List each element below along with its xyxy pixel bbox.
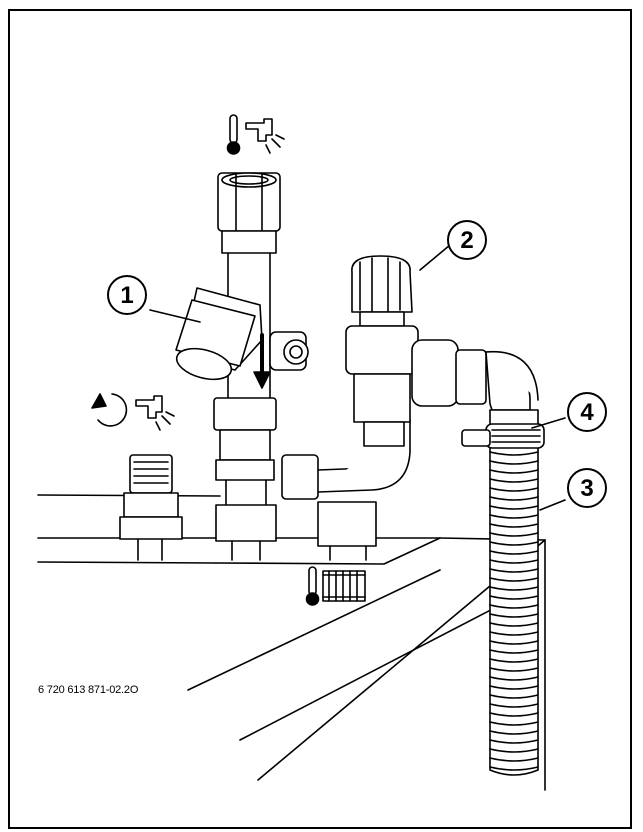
hose-clip bbox=[461, 423, 545, 449]
hose-ring bbox=[489, 712, 539, 717]
hose-ring bbox=[489, 748, 539, 753]
hose-ring bbox=[489, 649, 539, 654]
hose-ring bbox=[489, 586, 539, 591]
hose-ring bbox=[489, 604, 539, 609]
hose-ring bbox=[489, 667, 539, 672]
rotate-arrow-cold-water-tap-icon bbox=[91, 393, 175, 431]
hose-ring bbox=[489, 622, 539, 627]
hose-ring bbox=[489, 703, 539, 708]
hose-ring bbox=[489, 532, 539, 537]
safety-group bbox=[175, 172, 309, 561]
svg-text:4: 4 bbox=[580, 399, 594, 426]
hose-ring bbox=[489, 739, 539, 744]
boiler-outline bbox=[37, 494, 546, 791]
hose-ring bbox=[489, 451, 539, 456]
hose-ring bbox=[489, 658, 539, 663]
figure-code: 6 720 613 871-02.2O bbox=[38, 684, 139, 696]
left-connector bbox=[119, 454, 183, 561]
callout-leaders bbox=[149, 244, 566, 511]
hose-ring bbox=[489, 568, 539, 573]
hose-ring bbox=[489, 514, 539, 519]
hose-ring bbox=[489, 460, 539, 465]
svg-text:3: 3 bbox=[580, 475, 593, 502]
hose-ring bbox=[489, 685, 539, 690]
hose-ring bbox=[489, 550, 539, 555]
hose-ring bbox=[489, 505, 539, 510]
hose-ring bbox=[489, 676, 539, 681]
hose-ring bbox=[489, 757, 539, 762]
hose-ring bbox=[489, 523, 539, 528]
hose-ring bbox=[489, 487, 539, 492]
hose-ring bbox=[489, 631, 539, 636]
hose-ring bbox=[489, 478, 539, 483]
hose-ring bbox=[489, 577, 539, 582]
hose-ring bbox=[489, 559, 539, 564]
svg-text:2: 2 bbox=[460, 227, 473, 254]
svg-text:1: 1 bbox=[120, 282, 133, 309]
hose-ring bbox=[489, 721, 539, 726]
hose-ring bbox=[489, 640, 539, 645]
callout-1: 1 bbox=[107, 275, 147, 315]
hose-ring bbox=[489, 613, 539, 618]
hose-ring bbox=[489, 541, 539, 546]
thermometer-hot-water-tap-icon bbox=[226, 114, 285, 155]
thermometer-radiator-icon bbox=[305, 566, 366, 606]
callout-3: 3 bbox=[567, 468, 607, 508]
hose-ring bbox=[489, 469, 539, 474]
callout-4: 4 bbox=[567, 392, 607, 432]
hose-ring bbox=[489, 694, 539, 699]
drain-hose bbox=[489, 409, 539, 776]
hose-ring bbox=[489, 595, 539, 600]
callout-2: 2 bbox=[447, 220, 487, 260]
hose-ring bbox=[489, 766, 539, 771]
safety-valve bbox=[345, 255, 539, 447]
hose-ring bbox=[489, 730, 539, 735]
hose-ring bbox=[489, 496, 539, 501]
figure-frame bbox=[8, 9, 632, 829]
